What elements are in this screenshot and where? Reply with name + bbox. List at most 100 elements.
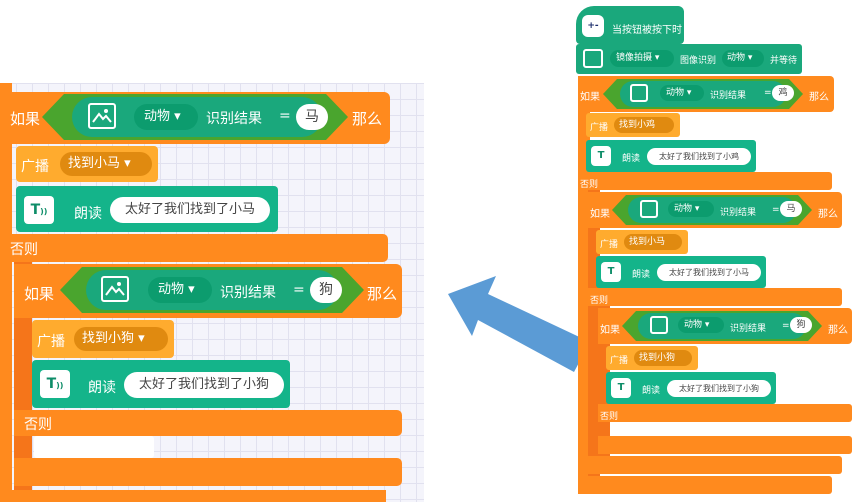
- zoomed-outer-if-arm: [0, 83, 12, 502]
- broadcast-label: 广播: [600, 240, 619, 250]
- full-end-cap-horse: [588, 456, 842, 474]
- full-end-cap-chicken: [578, 476, 832, 494]
- result-label: 识别结果: [730, 324, 767, 334]
- chevron-down-icon: ▾: [684, 88, 692, 98]
- model-dropdown-value: 动物: [158, 282, 185, 297]
- else-label: 否则: [600, 412, 619, 422]
- broadcast-message-dropdown[interactable]: 找到小狗: [634, 350, 692, 366]
- tts-label: 朗读: [632, 270, 651, 280]
- then-label: 那么: [352, 110, 383, 128]
- empty-else-slot[interactable]: [34, 436, 154, 458]
- tts-icon: T: [591, 146, 611, 166]
- recognition-model-value: 动物: [727, 53, 746, 63]
- then-label: 那么: [809, 92, 829, 103]
- model-dropdown[interactable]: 动物 ▾: [668, 201, 714, 217]
- if-label: 如果: [600, 325, 620, 336]
- wait-label: 并等待: [770, 56, 798, 66]
- image-recognition-icon: [101, 276, 129, 302]
- if-label: 如果: [580, 92, 600, 103]
- broadcast-message-dropdown[interactable]: 找到小鸡: [614, 117, 674, 133]
- compare-value-input[interactable]: 狗: [790, 317, 812, 333]
- broadcast-message-value: 找到小狗: [639, 353, 676, 363]
- equals-sign: =: [782, 321, 790, 331]
- else-label: 否则: [590, 296, 609, 306]
- chevron-down-icon: ▾: [120, 156, 131, 171]
- empty-else-slot[interactable]: [610, 422, 670, 436]
- chevron-down-icon: ▾: [692, 204, 700, 214]
- image-recognition-icon: [88, 103, 116, 129]
- image-recognition-icon: [650, 316, 668, 334]
- recognition-label: 图像识别: [680, 56, 717, 66]
- then-label: 那么: [828, 325, 848, 336]
- tts-text-input[interactable]: 太好了我们找到了小马: [657, 264, 761, 281]
- broadcast-label: 广播: [37, 334, 65, 350]
- compare-value-input[interactable]: 马: [296, 104, 328, 130]
- else-label: 否则: [24, 417, 52, 433]
- button-pressed-icon: +-: [582, 15, 604, 37]
- model-dropdown[interactable]: 动物 ▾: [148, 277, 212, 303]
- broadcast-label: 广播: [21, 159, 49, 175]
- equals-sign: =: [293, 282, 305, 298]
- tts-label: 朗读: [622, 154, 641, 164]
- broadcast-message-value: 找到小狗: [82, 331, 135, 346]
- chevron-down-icon: ▾: [702, 320, 710, 330]
- compare-value-input[interactable]: 狗: [310, 277, 342, 303]
- tts-icon: T)): [24, 196, 54, 224]
- broadcast-message-dropdown[interactable]: 找到小狗 ▾: [74, 327, 168, 351]
- hat-label: 当按钮被按下时: [612, 25, 682, 36]
- if-label: 如果: [24, 285, 55, 303]
- if-label: 如果: [590, 209, 610, 220]
- equals-sign: =: [279, 108, 291, 124]
- chevron-down-icon: ▾: [184, 282, 195, 297]
- image-recognition-icon: [583, 49, 603, 68]
- compare-value-input[interactable]: 马: [780, 201, 802, 217]
- model-dropdown[interactable]: 动物 ▾: [660, 85, 704, 101]
- image-recognition-icon: [640, 200, 658, 218]
- if-label: 如果: [10, 110, 41, 128]
- model-dropdown[interactable]: 动物 ▾: [134, 104, 198, 130]
- tts-text-input[interactable]: 太好了我们找到了小鸡: [647, 148, 751, 165]
- result-label: 识别结果: [720, 208, 757, 218]
- broadcast-message-value: 找到小马: [629, 237, 666, 247]
- model-dropdown-value: 动物: [674, 204, 693, 214]
- zoomed-else-bar-1: [0, 234, 388, 262]
- model-dropdown-value: 动物: [144, 109, 171, 124]
- full-else-bar-0: [578, 172, 832, 190]
- tts-label: 朗读: [74, 206, 102, 222]
- else-label: 否则: [10, 242, 38, 258]
- compare-value-input[interactable]: 鸡: [772, 85, 794, 101]
- recognition-model-dropdown[interactable]: 动物 ▾: [722, 50, 764, 67]
- equals-sign: =: [772, 205, 780, 215]
- tts-text-input[interactable]: 太好了我们找到了小马: [110, 197, 270, 223]
- chevron-down-icon: ▾: [745, 53, 753, 63]
- tts-icon: T: [601, 262, 621, 282]
- zoomed-outer-end-cap: [0, 490, 386, 502]
- chevron-down-icon: ▾: [170, 109, 181, 124]
- tts-label: 朗读: [642, 386, 661, 396]
- broadcast-label: 广播: [610, 356, 629, 366]
- full-else-bar-2: [598, 404, 852, 422]
- capture-mode-dropdown[interactable]: 镜像拍摄 ▾: [610, 50, 674, 67]
- full-end-cap-dog: [598, 436, 852, 454]
- broadcast-label: 广播: [590, 123, 609, 133]
- model-dropdown-value: 动物: [684, 320, 703, 330]
- result-label: 识别结果: [710, 91, 747, 101]
- tts-text-input[interactable]: 太好了我们找到了小狗: [124, 372, 284, 398]
- model-dropdown[interactable]: 动物 ▾: [678, 317, 724, 333]
- equals-sign: =: [764, 88, 772, 98]
- chevron-down-icon: ▾: [652, 53, 660, 63]
- broadcast-message-dropdown[interactable]: 找到小马 ▾: [60, 152, 152, 176]
- image-recognition-icon: [630, 84, 648, 102]
- broadcast-message-dropdown[interactable]: 找到小马: [624, 234, 682, 250]
- tts-text-input[interactable]: 太好了我们找到了小狗: [667, 380, 771, 397]
- arrow-icon: [448, 276, 590, 372]
- zoomed-inner-end-cap: [14, 458, 402, 486]
- result-label: 识别结果: [206, 111, 262, 127]
- tts-icon: T: [611, 378, 631, 398]
- model-dropdown-value: 动物: [666, 88, 685, 98]
- else-label: 否则: [580, 180, 599, 190]
- result-label: 识别结果: [220, 285, 276, 301]
- broadcast-message-value: 找到小马: [68, 156, 121, 171]
- tts-label: 朗读: [88, 380, 116, 396]
- then-label: 那么: [818, 209, 838, 220]
